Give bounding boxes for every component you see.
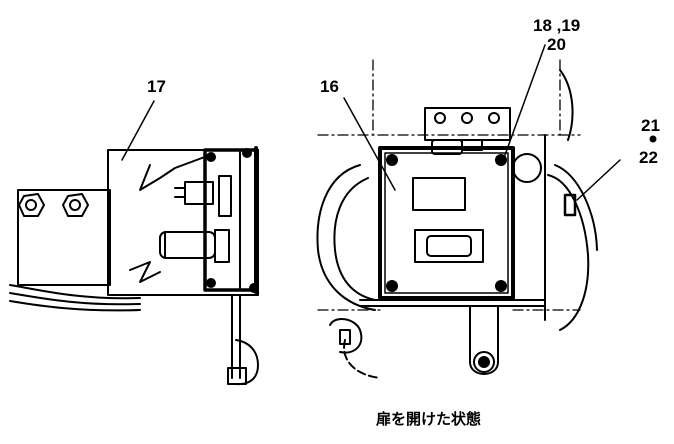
diagram-caption: 扉を開けた状態 — [376, 410, 482, 428]
left-assembly — [9, 100, 259, 386]
callout-21: 21 — [641, 116, 660, 135]
hex-nut-left — [18, 193, 45, 217]
callout-16: 16 — [320, 77, 339, 96]
callout-17: 17 — [147, 77, 166, 96]
hex-nut-right — [62, 193, 89, 217]
right-assembly — [316, 44, 657, 379]
callout-18-19: 18 ,19 — [533, 16, 581, 35]
callout-22: 22 — [639, 148, 658, 167]
callout-20: 20 — [547, 35, 566, 54]
